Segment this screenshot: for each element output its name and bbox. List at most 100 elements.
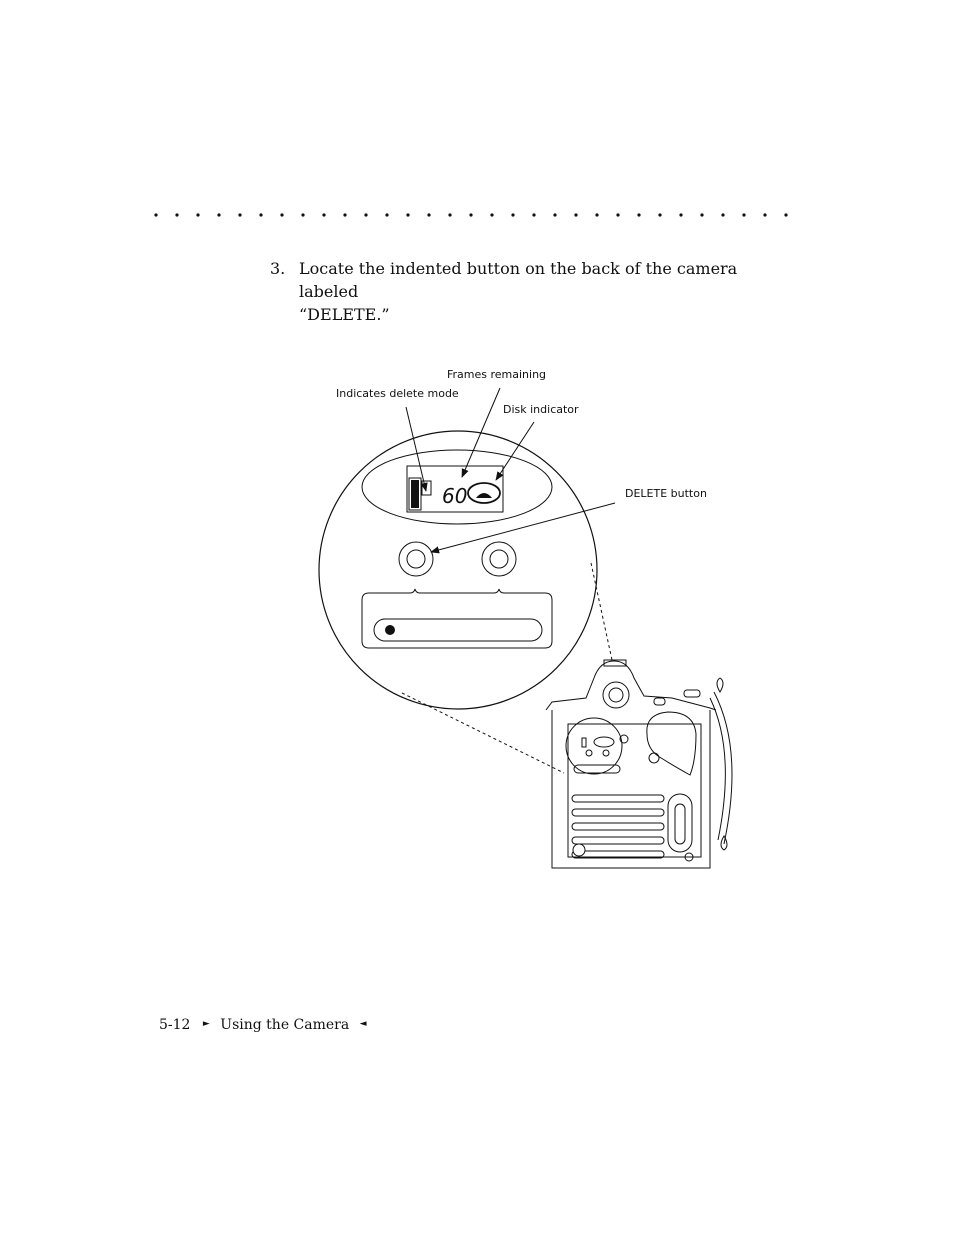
- arrow-left-icon: ◄: [359, 1019, 367, 1029]
- arrow-disk-indicator: [495, 421, 535, 481]
- strap-lug-bottom: [720, 835, 728, 851]
- serial-port: [667, 793, 693, 853]
- power-connector: [572, 843, 586, 857]
- separator-dot: [217, 213, 221, 217]
- right-button[interactable]: [481, 541, 517, 577]
- magnified-panel: 60: [318, 430, 598, 710]
- top-dial: [683, 689, 701, 698]
- separator-dot: [469, 213, 473, 217]
- small-button-left: [585, 749, 593, 757]
- separator-dot: [343, 213, 347, 217]
- separator-dot: [574, 213, 578, 217]
- separator-dot: [721, 213, 725, 217]
- separator-dot: [364, 213, 368, 217]
- camera-illustration: 60: [318, 387, 733, 869]
- camera-strap: [713, 691, 733, 845]
- arrow-delete-button: [430, 502, 616, 554]
- vent-4: [571, 836, 665, 845]
- page-footer: 5-12 ► Using the Camera ◄: [159, 1017, 367, 1033]
- vent-3: [571, 822, 665, 831]
- step-text: Locate the indented button on the back o…: [299, 257, 779, 326]
- step-text-line2: “DELETE.”: [299, 305, 390, 324]
- port-screw: [684, 852, 694, 862]
- camera-strap-inner: [709, 697, 726, 841]
- arrow-right-icon: ►: [202, 1019, 210, 1029]
- separator-dot: [196, 213, 200, 217]
- separator-dot: [700, 213, 704, 217]
- separator-dot: [238, 213, 242, 217]
- dotted-separator: [154, 213, 788, 217]
- label-indicates-delete-mode: Indicates delete mode: [336, 387, 459, 400]
- small-dial-icon: [619, 734, 629, 744]
- separator-dot: [784, 213, 788, 217]
- zoom-line-top: [590, 562, 613, 661]
- separator-dot: [301, 213, 305, 217]
- right-button-inner: [489, 549, 509, 569]
- vent-2: [571, 808, 665, 817]
- separator-dot: [322, 213, 326, 217]
- section-title: Using the Camera: [220, 1017, 350, 1033]
- indicator-light-icon: [385, 625, 395, 635]
- battery-icon: [408, 477, 422, 511]
- small-lcd-housing: [593, 736, 615, 748]
- small-magnifier-circle: [565, 717, 623, 775]
- delete-mode-icon: [421, 480, 432, 496]
- separator-dot: [595, 213, 599, 217]
- card-slot: [373, 618, 543, 642]
- arrow-frames-remaining: [461, 387, 501, 478]
- small-switch: [653, 697, 666, 706]
- separator-dot: [616, 213, 620, 217]
- label-delete-button: DELETE button: [625, 487, 707, 500]
- separator-dot: [280, 213, 284, 217]
- separator-dot: [385, 213, 389, 217]
- separator-dot: [511, 213, 515, 217]
- small-card-slot: [573, 764, 621, 774]
- strap-lug-top: [716, 677, 724, 693]
- serial-port-inner: [674, 803, 686, 845]
- camera-body: [545, 659, 733, 869]
- small-button-right: [602, 749, 610, 757]
- vent-5: [571, 850, 665, 859]
- separator-dot: [490, 213, 494, 217]
- separator-dot: [427, 213, 431, 217]
- step-number: 3.: [270, 259, 286, 278]
- separator-dot: [763, 213, 767, 217]
- arrow-delete-mode: [405, 406, 428, 492]
- vent-1: [571, 794, 665, 803]
- separator-dot: [742, 213, 746, 217]
- delete-button-inner: [406, 549, 426, 569]
- delete-button[interactable]: [398, 541, 434, 577]
- back-panel: [567, 723, 702, 858]
- label-disk-indicator: Disk indicator: [503, 403, 579, 416]
- disk-indicator-icon: [467, 482, 501, 504]
- viewfinder-top: [603, 659, 627, 667]
- grip-button: [648, 752, 660, 764]
- viewfinder-inner: [608, 687, 624, 703]
- frames-readout: 60: [442, 484, 467, 508]
- camera-figure: 60: [300, 360, 760, 900]
- separator-dot: [259, 213, 263, 217]
- separator-dot: [553, 213, 557, 217]
- separator-dot: [679, 213, 683, 217]
- card-slot-panel: [361, 588, 553, 649]
- viewfinder-eyepiece: [602, 681, 630, 709]
- small-lcd-box: [581, 737, 587, 748]
- separator-dot: [448, 213, 452, 217]
- lcd-window: [406, 465, 504, 513]
- separator-dot: [406, 213, 410, 217]
- separator-dot: [532, 213, 536, 217]
- label-frames-remaining: Frames remaining: [447, 368, 547, 381]
- camera-top-outline: [545, 660, 717, 711]
- lcd-housing: [361, 449, 553, 525]
- separator-dot: [175, 213, 179, 217]
- hand-grip: [646, 711, 697, 776]
- separator-dot: [154, 213, 158, 217]
- separator-dot: [658, 213, 662, 217]
- step-text-line1: Locate the indented button on the back o…: [299, 259, 738, 301]
- separator-dot: [637, 213, 641, 217]
- page-number: 5-12: [159, 1017, 191, 1033]
- camera-outline: [551, 710, 711, 869]
- battery-fill-icon: [411, 480, 419, 508]
- disk-indicator-fill-icon: [476, 493, 492, 498]
- magnifier-circle: [318, 430, 598, 710]
